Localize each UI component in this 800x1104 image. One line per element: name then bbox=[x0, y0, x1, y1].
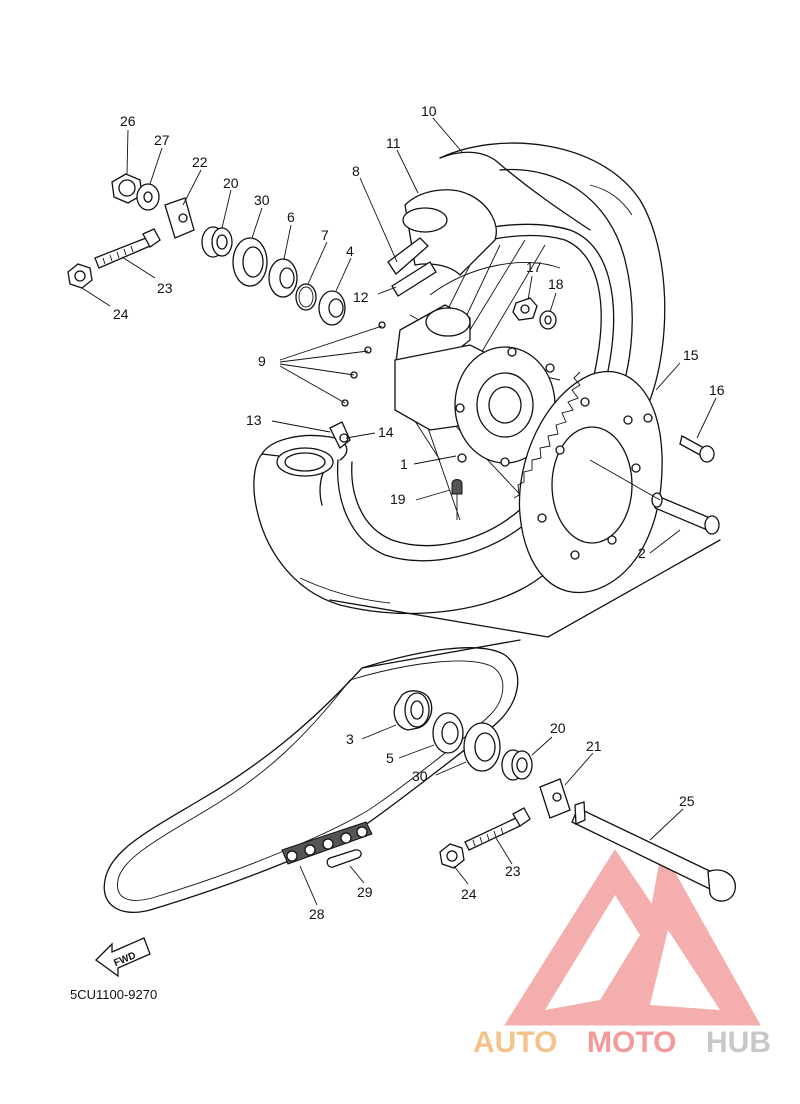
callout-15: 15 bbox=[683, 347, 699, 363]
watermark-auto: AUTO bbox=[473, 1026, 557, 1059]
collar bbox=[589, 459, 720, 535]
master-link-clip-29 bbox=[326, 849, 362, 868]
callout-30-upper: 30 bbox=[254, 192, 270, 208]
seal-5 bbox=[432, 712, 464, 754]
callout-18: 18 bbox=[548, 276, 564, 292]
section-boundary bbox=[329, 539, 721, 669]
callout-30-lower: 30 bbox=[412, 768, 428, 784]
callout-16: 16 bbox=[709, 382, 725, 398]
callout-4: 4 bbox=[346, 243, 354, 259]
callout-28: 28 bbox=[309, 906, 325, 922]
callout-7: 7 bbox=[321, 227, 329, 243]
callout-2: 2 bbox=[638, 545, 646, 561]
callout-26: 26 bbox=[120, 113, 136, 129]
callout-9: 9 bbox=[258, 353, 266, 369]
callout-12: 12 bbox=[353, 289, 369, 305]
callout-23-upper: 23 bbox=[157, 280, 173, 296]
watermark-moto: MOTO bbox=[587, 1026, 676, 1059]
balance-weight bbox=[451, 479, 463, 520]
callout-5: 5 bbox=[386, 750, 394, 766]
watermark-logo bbox=[504, 848, 761, 1026]
callout-3: 3 bbox=[346, 731, 354, 747]
callout-10: 10 bbox=[421, 103, 437, 119]
lock-washer bbox=[539, 310, 557, 330]
callout-25: 25 bbox=[679, 793, 695, 809]
rim-band bbox=[387, 237, 437, 297]
callout-29: 29 bbox=[357, 884, 373, 900]
adjuster-nut-24 bbox=[67, 263, 93, 289]
chain-joint-28 bbox=[281, 821, 373, 865]
callout-17: 17 bbox=[526, 259, 542, 275]
axle-bolt-23 bbox=[94, 228, 161, 269]
drive-chain bbox=[103, 647, 519, 913]
leader-lines bbox=[81, 117, 717, 906]
callout-8: 8 bbox=[352, 163, 360, 179]
sprocket bbox=[513, 370, 663, 594]
fwd-arrow: FWD bbox=[95, 937, 151, 978]
axle-bolt-23-lower bbox=[464, 807, 531, 851]
adjuster-plate-22 bbox=[164, 197, 195, 239]
sprocket-nut bbox=[512, 297, 538, 321]
callout-1: 1 bbox=[400, 456, 408, 472]
oil-seal-30 bbox=[232, 237, 268, 287]
callout-11: 11 bbox=[386, 135, 401, 151]
oil-seal-30-lower bbox=[463, 722, 501, 772]
watermark-hub: HUB bbox=[706, 1026, 771, 1059]
callout-13: 13 bbox=[246, 412, 262, 428]
tube-valve bbox=[329, 421, 351, 450]
bearing-3 bbox=[393, 690, 433, 731]
bearing-4 bbox=[318, 290, 346, 326]
inner-tube bbox=[402, 189, 497, 276]
callout-24-lower: 24 bbox=[461, 886, 477, 902]
callout-6: 6 bbox=[287, 209, 295, 225]
rear-axle-25 bbox=[571, 801, 736, 902]
callout-20-upper: 20 bbox=[223, 175, 239, 191]
callout-labels: 26 27 22 20 30 6 7 4 8 11 10 12 17 18 23… bbox=[113, 103, 725, 922]
adjuster-nut-24-lower bbox=[439, 843, 465, 869]
callout-20-lower: 20 bbox=[550, 720, 566, 736]
collar-20 bbox=[201, 226, 233, 258]
collar-20-lower bbox=[501, 749, 533, 781]
watermark-wordmark: AUTO MOTO HUB bbox=[473, 1026, 771, 1059]
callout-14: 14 bbox=[378, 424, 394, 440]
callout-23-lower: 23 bbox=[505, 863, 521, 879]
sprocket-bolt bbox=[679, 435, 715, 463]
callout-27: 27 bbox=[154, 132, 170, 148]
axle-nut bbox=[111, 173, 143, 204]
callout-22: 22 bbox=[192, 154, 208, 170]
callout-24-upper: 24 bbox=[113, 306, 129, 322]
diagram-code: 5CU1100-9270 bbox=[70, 987, 157, 1002]
callout-21: 21 bbox=[586, 738, 602, 754]
bearing-6 bbox=[268, 258, 298, 298]
callout-19: 19 bbox=[390, 491, 406, 507]
circlip-7 bbox=[295, 283, 317, 311]
washer-27 bbox=[136, 183, 160, 211]
hub bbox=[394, 304, 556, 467]
adjuster-plate-21 bbox=[539, 778, 571, 819]
